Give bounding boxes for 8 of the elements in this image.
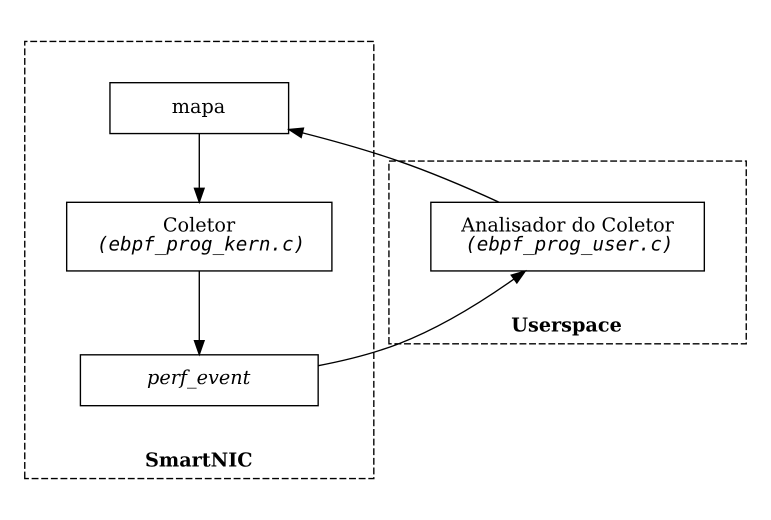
node-box: Analisador do Coletor (ebpf_prog_user.c) (430, 202, 706, 272)
arrow (194, 134, 206, 204)
arrow (286, 127, 500, 203)
node-box: mapa (109, 82, 290, 134)
arrow (318, 270, 527, 366)
node-box: perf_event (80, 354, 319, 406)
arrow (194, 271, 206, 356)
node-box: Coletor (ebpf_prog_kern.c) (66, 202, 333, 272)
